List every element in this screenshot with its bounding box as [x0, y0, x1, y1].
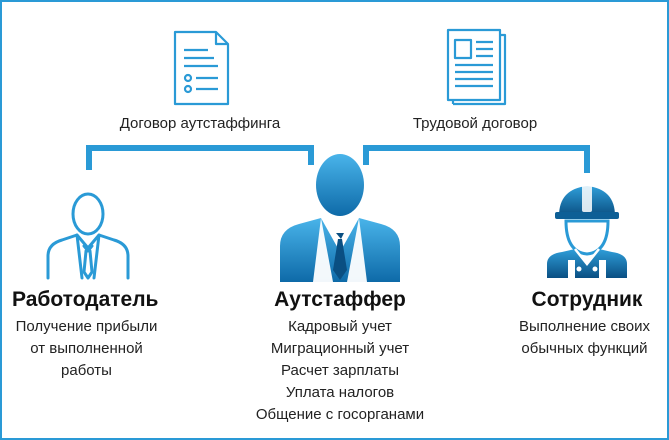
manager-icon — [280, 154, 400, 282]
outstaffer-line: Кадровый учет — [288, 318, 392, 335]
businessman-icon — [46, 192, 130, 280]
connector-left — [86, 145, 314, 170]
role-title-employee: Сотрудник — [531, 288, 643, 311]
outstaffer-line: Уплата налогов — [285, 384, 395, 401]
employment-document-icon — [446, 28, 507, 106]
role-title-employer: Работодатель — [12, 288, 159, 311]
employee-line: обычных функций — [521, 340, 648, 357]
contract-label-employment: Трудовой договор — [412, 115, 538, 132]
outstaffer-line: Миграционный учет — [270, 340, 410, 357]
outstaffer-line: Общение с госорганами — [255, 406, 425, 423]
connector-right — [363, 145, 590, 173]
employer-line: Получение прибыли — [15, 318, 158, 335]
employee-line: Выполнение своих — [519, 318, 650, 335]
worker-helmet-icon — [547, 184, 627, 278]
contract-document-icon — [173, 30, 230, 106]
outstaffer-line: Расчет зарплаты — [281, 362, 399, 379]
contract-label-outstaffing: Договор аутстаффинга — [119, 115, 281, 132]
employer-line: от выполненной — [30, 340, 143, 357]
role-title-outstaffer: Аутстаффер — [274, 288, 406, 311]
employer-line: работы — [61, 362, 112, 379]
